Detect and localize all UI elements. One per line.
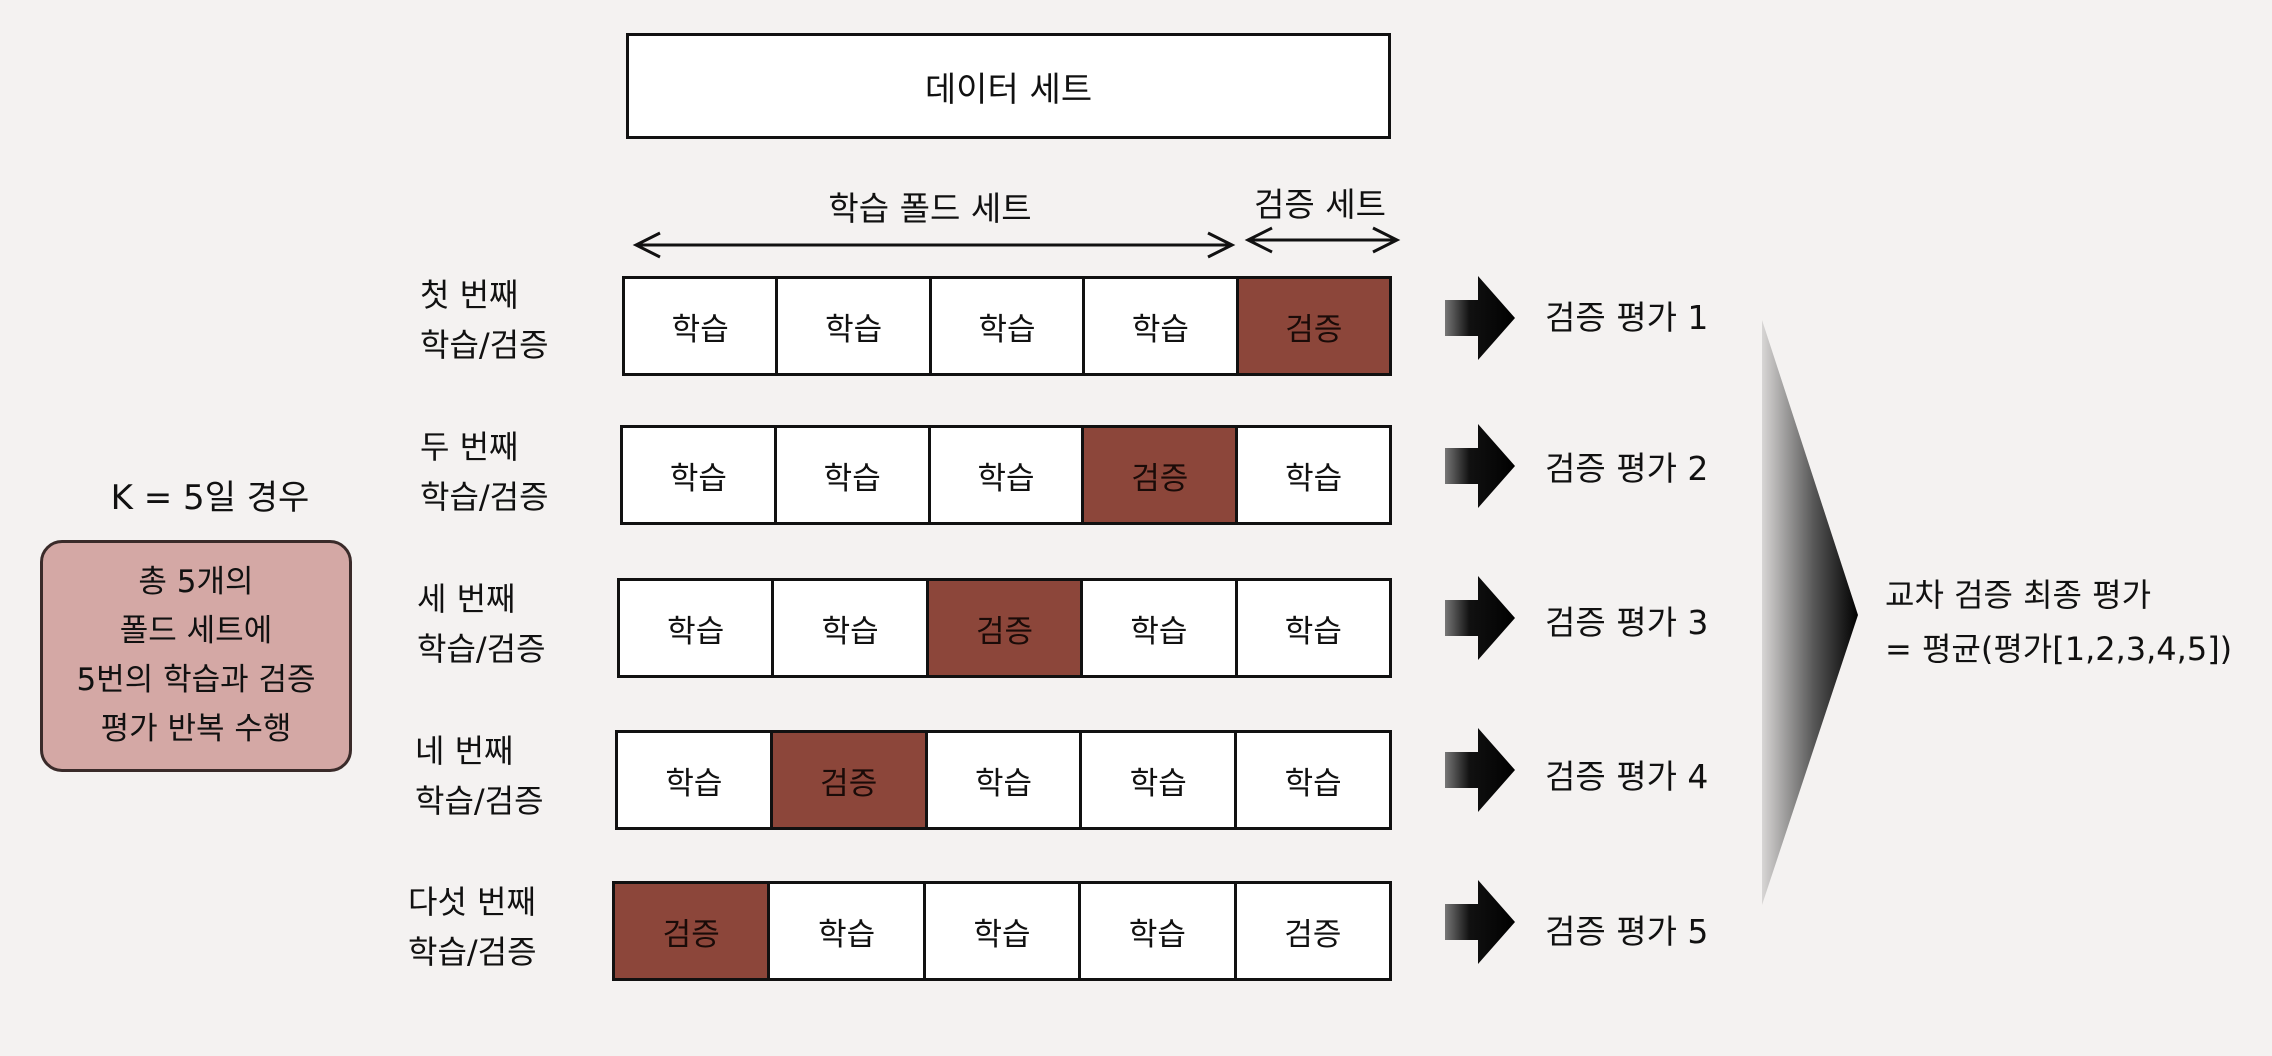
fold-cell: 학습 [1284,613,1342,650]
fold-cell: 학습 [931,428,1085,522]
fold-label-4: 네 번째 학습/검증 [415,726,575,826]
info-line: 5번의 학습과 검증 [76,662,316,698]
result-label-5: 검증 평가 5 [1545,912,1709,951]
fold-cell: 학습 [770,884,926,978]
fold-label-line: 두 번째 [420,428,519,466]
fold-cell-validation: 검증 [1084,428,1239,522]
result-label-1: 검증 평가 1 [1545,298,1709,337]
result-label-4: 검증 평가 4 [1545,757,1709,796]
result-arrow-2 [1445,424,1515,508]
fold-cell: 검증 [1284,916,1342,953]
fold-cell-validation: 검증 [1238,279,1390,373]
train-range-arrow [632,231,1236,259]
dataset-box: 데이터 세트 [626,33,1391,139]
result-arrow-4 [1445,728,1515,812]
final-line-1: 교차 검증 최종 평가 [1885,576,2152,614]
fold-label-line: 세 번째 [417,580,516,618]
fold-cell: 학습 [926,884,1082,978]
fold-cell: 학습 [618,733,773,827]
fold-label-line: 네 번째 [415,732,514,770]
fold-cell: 학습 [1284,765,1342,802]
fold-label-line: 다섯 번째 [408,883,536,921]
fold-cell: 학습 [625,279,779,373]
fold-cell: 학습 [1085,279,1239,373]
validation-set-label: 검증 세트 [1254,185,1386,224]
info-line: 폴드 세트에 [119,613,273,649]
fold-cell-validation: 검증 [928,581,1084,675]
fold-row-1: 학습 학습 학습 학습 검증 [622,276,1392,376]
k-value-label: K = 5일 경우 [110,478,310,518]
fold-cell: 학습 [1082,733,1238,827]
fold-label-line: 학습/검증 [420,478,549,516]
fold-cell-validation: 검증 [615,884,771,978]
info-line: 총 5개의 [138,564,254,600]
fold-cell-validation: 검증 [772,733,928,827]
fold-cell: 학습 [1285,460,1343,497]
fold-cell: 학습 [932,279,1086,373]
fold-cell: 학습 [778,279,932,373]
fold-label-5: 다섯 번째 학습/검증 [408,877,568,977]
result-label-3: 검증 평가 3 [1545,603,1709,642]
fold-cell: 학습 [1081,884,1237,978]
fold-cell: 학습 [777,428,931,522]
fold-label-line: 첫 번째 [420,276,519,314]
train-fold-set-label: 학습 폴드 세트 [828,189,1032,228]
fold-label-3: 세 번째 학습/검증 [417,574,577,674]
info-box: 총 5개의 폴드 세트에 5번의 학습과 검증 평가 반복 수행 [40,540,352,772]
fold-cell: 학습 [623,428,777,522]
fold-cell: 학습 [1083,581,1238,675]
fold-cell: 학습 [774,581,929,675]
fold-label-2: 두 번째 학습/검증 [420,422,580,522]
aggregation-triangle [1762,320,1858,905]
fold-label-line: 학습/검증 [415,782,544,820]
fold-cell: 학습 [928,733,1083,827]
result-label-2: 검증 평가 2 [1545,449,1709,488]
final-line-2: = 평균(평가[1,2,3,4,5]) [1885,630,2233,668]
fold-row-4: 학습 검증 학습 학습 학습 [615,730,1392,830]
validation-range-arrow [1244,226,1401,254]
fold-cell: 학습 [620,581,775,675]
result-arrow-5 [1445,880,1515,964]
result-arrow-3 [1445,576,1515,660]
info-line: 평가 반복 수행 [100,711,292,747]
fold-label-1: 첫 번째 학습/검증 [420,270,580,370]
fold-label-line: 학습/검증 [417,630,546,668]
result-arrow-1 [1445,276,1515,360]
fold-row-2: 학습 학습 학습 검증 학습 [620,425,1392,525]
fold-row-5: 검증 학습 학습 학습 검증 [612,881,1392,981]
fold-label-line: 학습/검증 [408,933,537,971]
fold-row-3: 학습 학습 검증 학습 학습 [617,578,1392,678]
dataset-label: 데이터 세트 [924,69,1093,110]
fold-label-line: 학습/검증 [420,326,549,364]
final-evaluation-label: 교차 검증 최종 평가 = 평균(평가[1,2,3,4,5]) [1885,568,2232,676]
